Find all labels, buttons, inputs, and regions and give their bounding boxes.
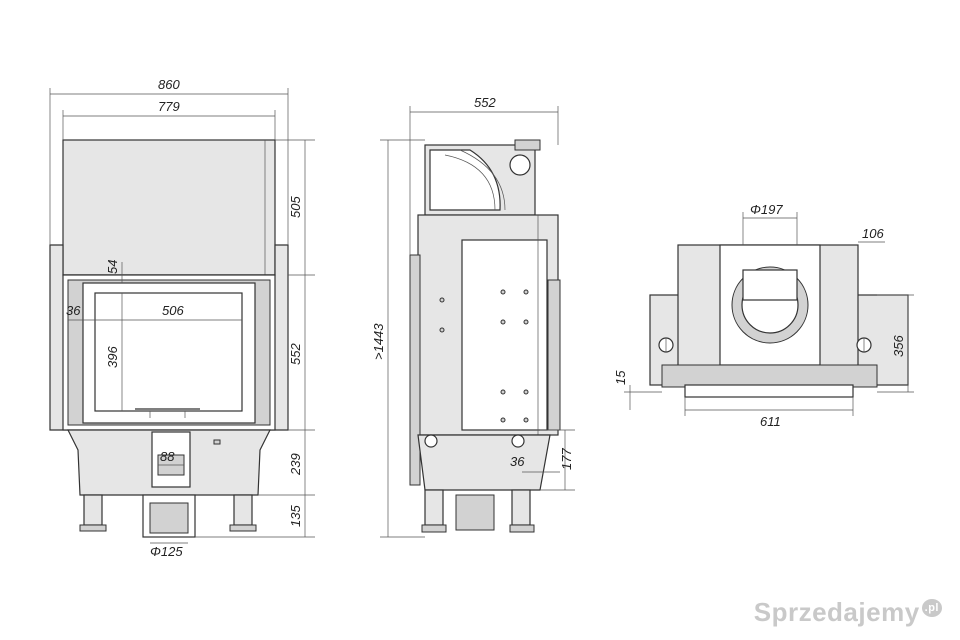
watermark-logo: Sprzedajemy.pl [754, 597, 942, 628]
dim-inlet-offset: 36 [510, 454, 525, 469]
dim-leg-height: 135 [288, 505, 303, 527]
top-dim-labels: Φ197 106 356 15 611 [613, 202, 906, 429]
dim-glass-width: 506 [162, 303, 184, 318]
dim-top-width: 779 [158, 99, 180, 114]
front-dimensions [49, 88, 315, 544]
dim-flue-diameter: Φ197 [750, 202, 783, 217]
front-view [49, 139, 289, 538]
dim-top-depth: 356 [891, 335, 906, 357]
dim-glass-height: 396 [105, 346, 120, 368]
dim-air-inlet-width: 88 [160, 449, 175, 464]
top-dimensions [624, 212, 914, 416]
dim-overall-width: 860 [158, 77, 180, 92]
watermark-tld: .pl [921, 599, 942, 617]
front-dim-labels: 860 779 505 552 239 135 506 396 36 54 88… [66, 77, 303, 559]
dim-base-height: 239 [288, 453, 303, 476]
dim-depth: 552 [474, 95, 496, 110]
dim-edge: 15 [613, 370, 628, 385]
side-dimensions [380, 106, 575, 538]
side-dim-labels: 552 >1443 36 177 [371, 95, 574, 470]
top-view [649, 244, 909, 398]
dim-frame-side: 36 [66, 303, 81, 318]
dim-door-height: 552 [288, 343, 303, 365]
side-bolts [439, 289, 529, 423]
dim-total-height: >1443 [371, 323, 386, 360]
dim-top-width: 611 [760, 414, 781, 429]
watermark-text: Sprzedajemy [753, 597, 920, 627]
dim-top-height: 505 [288, 196, 303, 218]
dim-frame-top: 54 [105, 260, 120, 274]
dim-inlet-height: 177 [559, 448, 574, 470]
dim-air-inlet-diameter: Φ125 [150, 544, 183, 559]
side-view [409, 139, 561, 533]
dim-side-offset: 106 [862, 226, 884, 241]
